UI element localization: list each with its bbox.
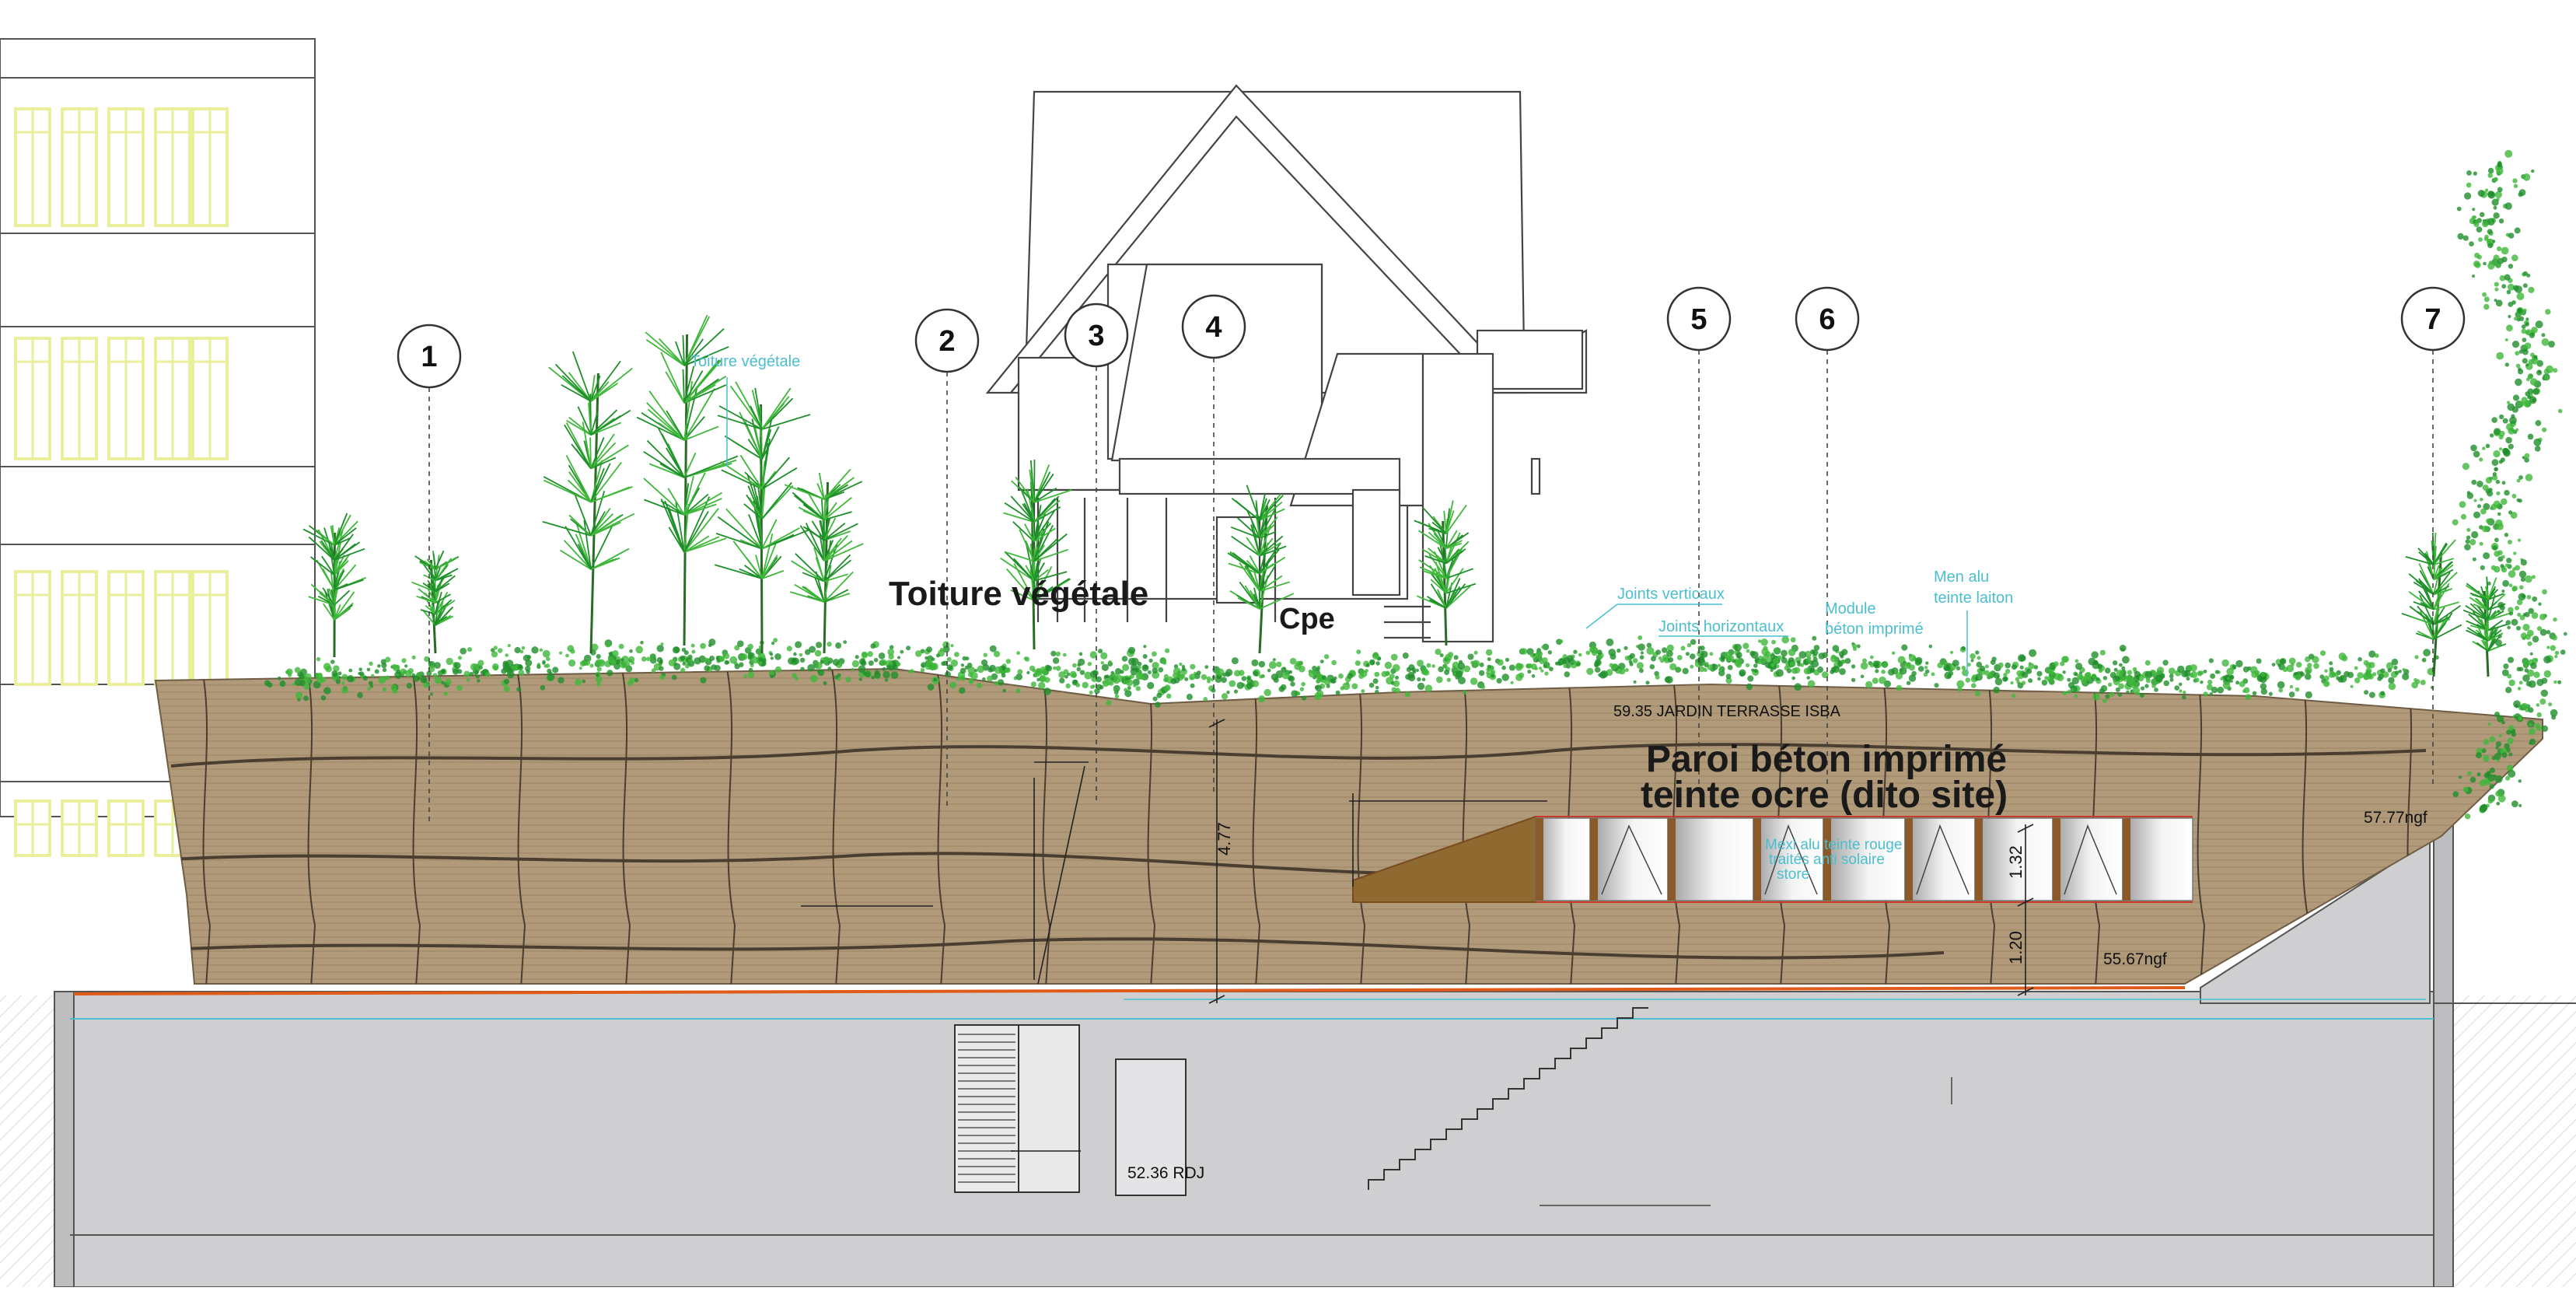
window-panel xyxy=(2123,818,2193,901)
label-joints-horizontaux: Joints horizontaux xyxy=(1658,618,1784,635)
window-pane xyxy=(156,338,190,459)
concrete-wall xyxy=(74,661,2566,995)
window-pane xyxy=(109,109,143,226)
window-pane xyxy=(156,572,190,684)
label-mexi: Mexi alu teinte rouge xyxy=(1765,837,1902,853)
marker-number: 2 xyxy=(938,325,955,358)
label-jardin: 59.35 JARDIN TERRASSE ISBA xyxy=(1613,703,1841,720)
dim-477: 4.77 xyxy=(1215,822,1234,855)
label-men-alu: Men alu xyxy=(1934,569,1989,586)
marker-number: 5 xyxy=(1690,303,1707,336)
marker-number: 7 xyxy=(2424,303,2441,336)
label-mexi-store: store xyxy=(1777,866,1809,883)
window-pane xyxy=(16,338,50,459)
window-panel xyxy=(1536,818,1590,901)
window-panel xyxy=(1668,818,1753,901)
window-pane xyxy=(109,801,143,855)
label-rdj: 52.36 RDJ xyxy=(1127,1164,1204,1182)
window-pane xyxy=(109,338,143,459)
window-pane xyxy=(62,572,96,684)
marker-number: 6 xyxy=(1819,303,1835,336)
marker-number: 4 xyxy=(1205,311,1222,344)
dim-120: 1.20 xyxy=(2006,931,2025,964)
label-ngf-top: 57.77ngf xyxy=(2364,809,2427,827)
window-pane xyxy=(193,109,227,226)
dim-132: 1.32 xyxy=(2006,845,2025,879)
label-mexi-traites: traités anti solaire xyxy=(1769,852,1885,868)
label-men-teinte: teinte laiton xyxy=(1934,590,2013,607)
window-pane xyxy=(16,572,50,684)
window-pane xyxy=(156,109,190,226)
label-roof-small: Toiture végétale xyxy=(690,353,800,370)
window-pane xyxy=(193,572,227,684)
marker-number: 1 xyxy=(421,341,437,373)
window-pane xyxy=(109,572,143,684)
window-pane xyxy=(16,109,50,226)
label-paroi-teinte: teinte ocre (dito site) xyxy=(1641,775,2008,816)
window-pane xyxy=(62,801,96,855)
window-panel xyxy=(2053,818,2123,901)
label-ngf-mid: 55.67ngf xyxy=(2103,950,2167,968)
window-pane xyxy=(62,109,96,226)
label-joints-verticaux: Joints verticaux xyxy=(1617,586,1725,603)
window-pane xyxy=(62,338,96,459)
label-cpe: Cpe xyxy=(1279,603,1335,635)
label-module-beton: béton imprimé xyxy=(1825,621,1924,638)
label-module: Module xyxy=(1825,600,1876,618)
label-roof-big: Toiture végétale xyxy=(889,575,1148,613)
window-pane xyxy=(193,338,227,459)
window-panel xyxy=(1590,818,1668,901)
house xyxy=(987,86,1586,642)
window-panel xyxy=(1905,818,1975,901)
window-pane xyxy=(16,801,50,855)
marker-number: 3 xyxy=(1088,320,1104,352)
